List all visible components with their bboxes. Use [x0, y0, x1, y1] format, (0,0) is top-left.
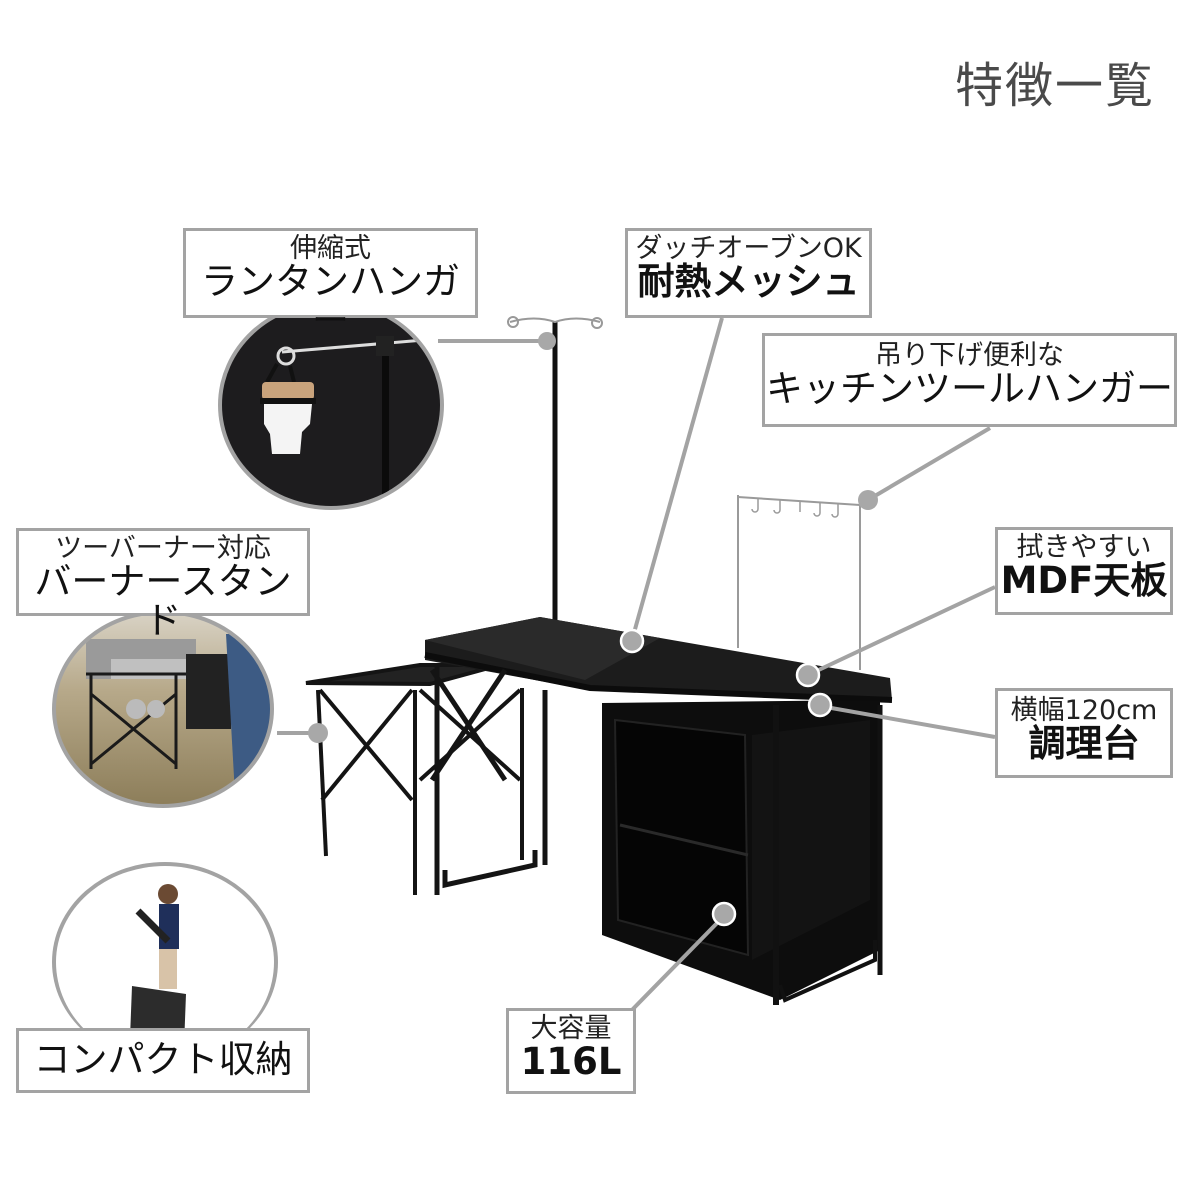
callout-main: 116L [520, 1040, 622, 1084]
marker-mdf-top [795, 662, 821, 688]
callout-cooking-table: 横幅120cm 調理台 [995, 688, 1173, 778]
page-title: 特徴一覧 [955, 58, 1156, 114]
table-legs [429, 665, 548, 895]
callout-sub: ダッチオーブンOK [635, 233, 862, 264]
callout-lantern-hanger: 伸縮式 ランタンハンガー [183, 228, 478, 340]
marker-cooking-table [807, 692, 833, 718]
callout-main: キッチンツールハンガー [766, 367, 1173, 411]
lantern-icon [260, 336, 440, 506]
callout-sub: 拭きやすい [1016, 532, 1152, 563]
burner-stand-frame [305, 663, 524, 895]
tool-hanger-rack [737, 495, 861, 670]
callout-main: 調理台 [1028, 722, 1140, 766]
marker-dots [308, 332, 878, 927]
marker-capacity [711, 901, 737, 927]
storage-cabinet [602, 700, 883, 1005]
callout-capacity: 大容量 116L [506, 1008, 636, 1094]
marker-lantern-hanger [538, 332, 556, 350]
callout-sub: ツーバーナー対応 [55, 533, 271, 564]
callout-mdf-top: 拭きやすい MDF天板 [995, 527, 1173, 615]
callout-burner-stand: ツーバーナー対応 バーナースタンド [16, 528, 310, 640]
callout-main: MDF天板 [1000, 559, 1168, 603]
lantern-pole [507, 316, 603, 650]
table-top [424, 617, 893, 703]
callout-main: コンパクト収納 [33, 1038, 293, 1081]
callout-sub: 吊り下げ便利な [875, 340, 1064, 371]
burner-stand-photo [52, 610, 274, 808]
leader-lines [277, 317, 996, 1014]
callout-main: バーナースタンド [34, 560, 292, 643]
lantern-detail-photo [218, 300, 444, 510]
marker-burner-stand [308, 723, 328, 743]
burner-stand-icon [86, 634, 270, 804]
callout-mesh: ダッチオーブンOK 耐熱メッシュ [625, 228, 872, 318]
callout-main: 耐熱メッシュ [637, 260, 860, 304]
callout-tool-hanger: 吊り下げ便利な キッチンツールハンガー [762, 333, 1177, 427]
callout-sub: 伸縮式 [290, 233, 371, 264]
callout-sub: 横幅120cm [1010, 695, 1158, 726]
marker-mesh [619, 628, 645, 654]
callout-compact: コンパクト収納 [16, 1028, 310, 1093]
callout-sub: 大容量 [530, 1013, 612, 1044]
callout-main: ランタンハンガー [201, 260, 460, 343]
marker-tool-hanger [858, 490, 878, 510]
